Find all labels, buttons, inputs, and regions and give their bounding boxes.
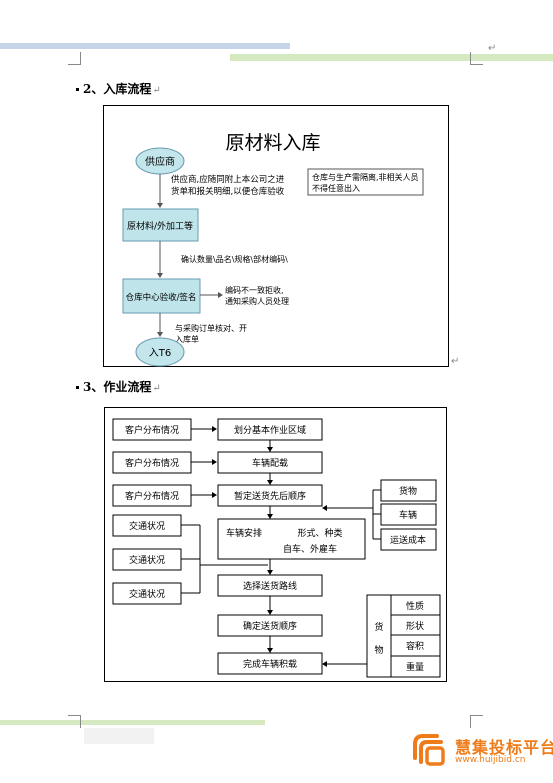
po-note-line-1: 与采购订单核对、开: [175, 323, 247, 333]
supplier-label: 供应商: [145, 155, 175, 168]
t6-ellipse: [135, 337, 185, 367]
paragraph-mark: ↵: [451, 356, 460, 367]
vehicle-arrangement-box: [217, 518, 366, 560]
right-box-2-label: 车辆: [399, 509, 417, 521]
cargo-label-1: 货: [374, 621, 383, 633]
crop-mark-bottom-right: [470, 715, 483, 728]
cargo-label-2: 物: [374, 644, 383, 656]
cargo-prop-3: 容积: [406, 640, 424, 652]
left-box-2-label: 客户分布情况: [125, 457, 179, 469]
warehouse-check-box: [122, 278, 201, 314]
logo-icon: [413, 734, 445, 766]
paragraph-mark: ↵: [488, 43, 497, 54]
watermark-logo: 慧集投标平台 www.huijibid.cn: [405, 720, 553, 780]
vehicle-arrangement-label: 车辆安排: [226, 527, 262, 539]
center-box-2-label: 车辆配载: [252, 457, 288, 469]
center-box-4-label: 选择送货路线: [243, 580, 297, 592]
supplier-note-line-1: 供应商,应随同附上本公司之进: [171, 174, 285, 185]
footer-band-green: [0, 720, 265, 725]
paragraph-mark: ↵: [152, 383, 161, 394]
cargo-prop-2: 形状: [406, 620, 424, 632]
bullet-icon: [76, 88, 79, 91]
vehicle-type-line-1: 形式、种类: [297, 527, 342, 539]
left-box-1-label: 客户分布情况: [125, 424, 179, 436]
material-box-label: 原材料/外加工等: [127, 220, 193, 232]
center-box-5-label: 确定送货顺序: [243, 620, 297, 632]
footer-band-gray: [84, 728, 154, 744]
bullet-icon: [76, 386, 79, 389]
po-note-line-2: 入库单: [175, 334, 199, 344]
left-box-3-label: 客户分布情况: [125, 490, 179, 502]
section-3-title: 3、作业流程: [83, 380, 152, 394]
cargo-prop-4: 重量: [406, 661, 424, 673]
right-box-1-label: 货物: [399, 485, 417, 497]
t6-label: 入T6: [149, 348, 171, 359]
section-2-title: 2、入库流程: [83, 82, 152, 96]
mismatch-note-line-2: 通知采购人员处理: [225, 296, 289, 306]
center-box-6-label: 完成车辆积载: [243, 658, 297, 670]
operation-flowchart: 客户分布情况 客户分布情况 客户分布情况 交通状况 交通状况 交通状况 划分基本…: [104, 407, 447, 682]
mismatch-note-line-1: 编码不一致拒收,: [225, 285, 284, 295]
crop-mark-top-right: [470, 52, 483, 65]
left-box-6-label: 交通状况: [129, 588, 165, 600]
supplier-note-line-2: 货单和报关明细,以便仓库验收: [171, 186, 285, 197]
vehicle-type-line-2: 自车、外雇车: [283, 543, 337, 555]
crop-mark-bottom-left: [68, 715, 81, 728]
right-box-3-label: 运送成本: [390, 534, 426, 546]
left-box-5-label: 交通状况: [129, 554, 165, 566]
left-box-4-label: 交通状况: [129, 520, 165, 532]
section-3-heading: 3、作业流程↵: [76, 378, 161, 395]
isolation-note-line-2: 不得任意出入: [312, 183, 360, 193]
isolation-note-box: [307, 168, 424, 196]
warehouse-check-label: 仓库中心验收/签名: [126, 292, 197, 303]
header-band-green: [230, 54, 553, 61]
logo-title: 慧集投标平台: [455, 738, 553, 757]
section-2-heading: 2、入库流程↵: [76, 80, 161, 97]
isolation-note-line-1: 仓库与生产需隔离,非相关人员: [312, 172, 419, 182]
paragraph-mark: ↵: [152, 85, 161, 96]
logo-url: www.huijibid.cn: [455, 755, 526, 765]
diagram1-title: 原材料入库: [225, 132, 320, 154]
confirm-note: 确认数量\品名\规格\部材编码\: [181, 254, 288, 264]
center-box-1-label: 划分基本作业区域: [234, 424, 306, 436]
center-box-3-label: 暂定送货先后顺序: [234, 490, 306, 502]
inbound-flowchart: 原材料入库 供应商 供应商,应随同附上本公司之进 货单和报关明细,以便仓库验收 …: [103, 105, 449, 367]
cargo-group-box: [366, 594, 441, 678]
cargo-prop-1: 性质: [406, 600, 424, 612]
material-box: [122, 208, 199, 242]
crop-mark-top-left: [68, 52, 81, 65]
header-band-blue: [0, 43, 290, 49]
